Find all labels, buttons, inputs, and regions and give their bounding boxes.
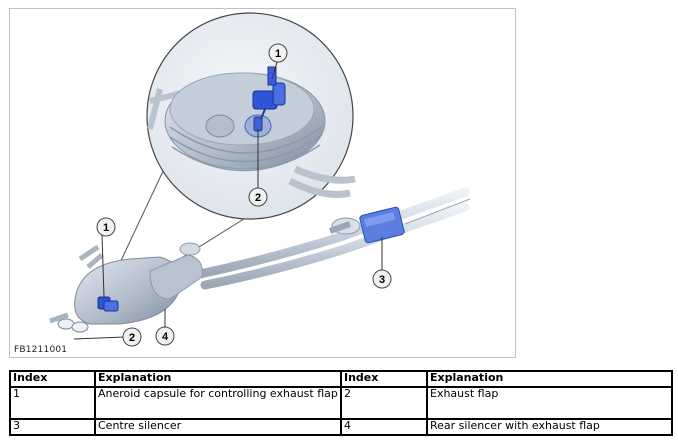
index-cell: 3	[9, 418, 96, 436]
header-index-2: Index	[340, 370, 428, 388]
detail-zoom-circle	[146, 12, 356, 220]
aneroid-capsule-detail	[252, 66, 286, 120]
centre-silencer	[359, 206, 405, 244]
svg-text:1: 1	[275, 48, 281, 60]
index-cell: 1	[9, 386, 96, 420]
header-index-1: Index	[9, 370, 96, 388]
header-explanation-1: Explanation	[94, 370, 342, 388]
callout-1: 1	[96, 217, 116, 237]
callout-2: 2	[122, 327, 142, 347]
table-row: 1 Aneroid capsule for controlling exhaus…	[9, 386, 673, 420]
svg-text:3: 3	[379, 274, 385, 286]
figure-id-label: FB1211001	[14, 345, 68, 355]
rear-silencer	[49, 242, 203, 333]
index-cell: 4	[340, 418, 428, 436]
svg-text:1: 1	[103, 222, 109, 234]
callout-4: 4	[155, 326, 175, 346]
exhaust-illustration: 1 2 1 2 3 4	[49, 12, 471, 347]
explanation-cell: Exhaust flap	[426, 386, 673, 420]
explanation-cell: Centre silencer	[94, 418, 342, 436]
svg-text:2: 2	[255, 192, 261, 204]
explanation-cell: Rear silencer with exhaust flap	[426, 418, 673, 436]
explanation-cell: Aneroid capsule for controlling exhaust …	[94, 386, 342, 420]
table-row: 3 Centre silencer 4 Rear silencer with e…	[9, 418, 673, 436]
legend-table: Index Explanation Index Explanation 1 An…	[9, 370, 673, 436]
svg-text:2: 2	[129, 332, 135, 344]
callout-1-detail: 1	[268, 43, 288, 63]
callout-3: 3	[372, 269, 392, 289]
header-explanation-2: Explanation	[426, 370, 673, 388]
exhaust-pipes	[195, 187, 471, 290]
aneroid-capsule	[97, 296, 119, 312]
callout-2-detail: 2	[248, 187, 268, 207]
exhaust-diagram: 1 2 1 2 3 4 FB1211001	[9, 8, 516, 358]
svg-text:4: 4	[162, 331, 169, 343]
legend-header-row: Index Explanation Index Explanation	[9, 370, 673, 388]
index-cell: 2	[340, 386, 428, 420]
front-pipe-flange	[329, 217, 361, 235]
